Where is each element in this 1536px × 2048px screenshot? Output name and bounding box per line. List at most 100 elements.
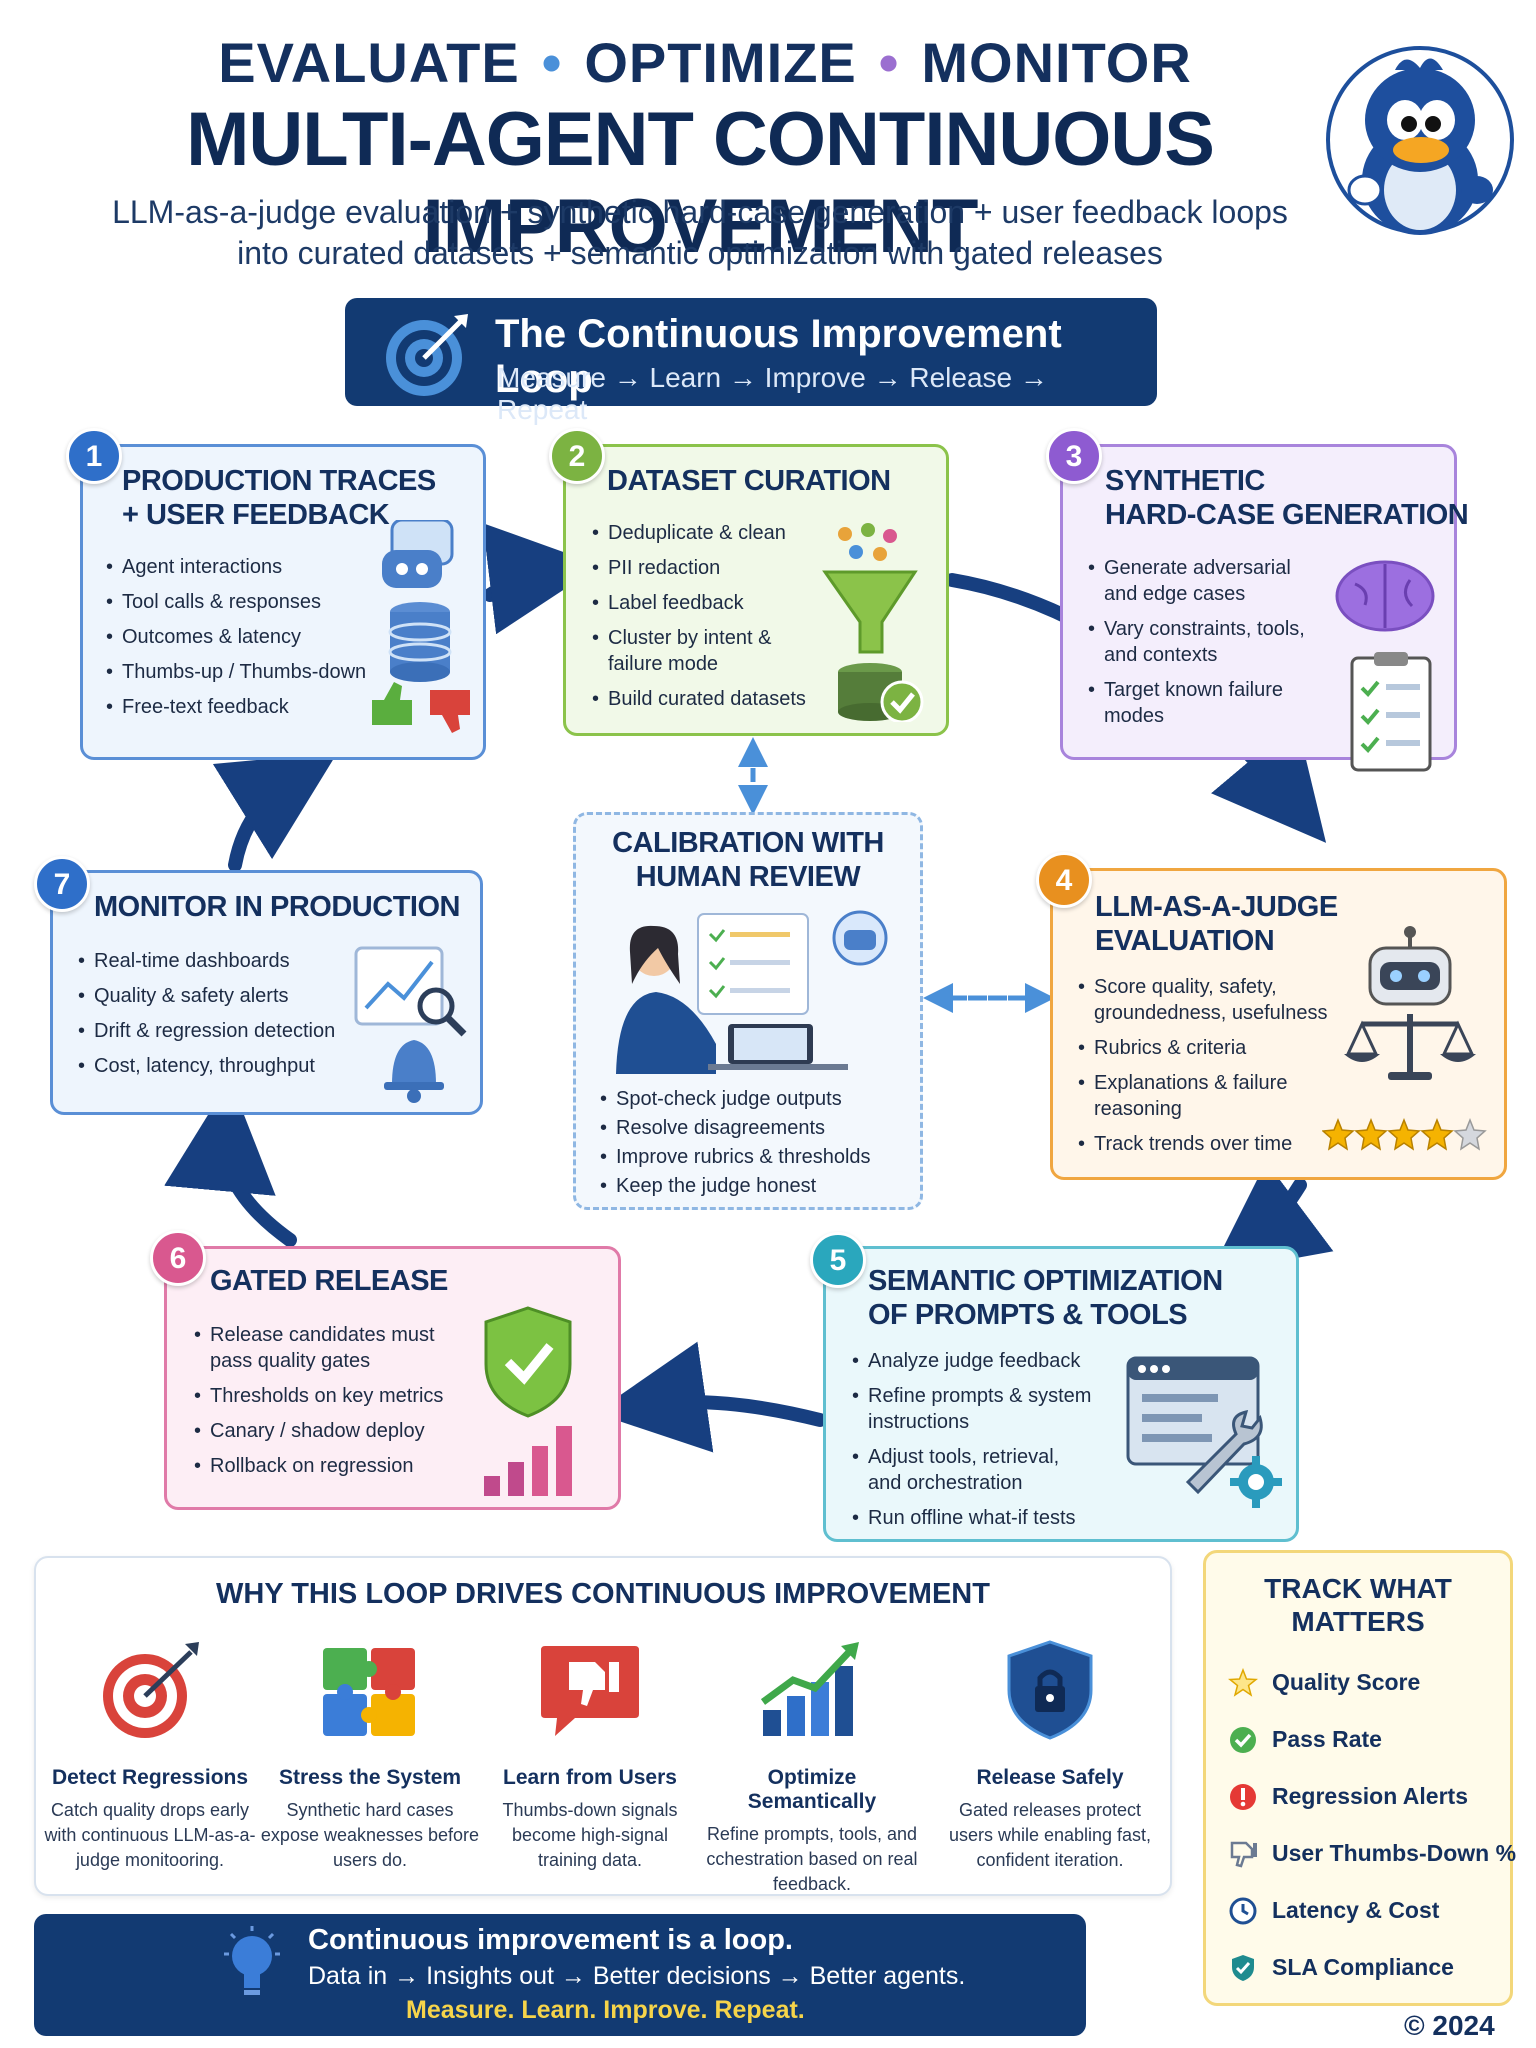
list-item: Free-text feedback [106, 694, 366, 720]
list-item: Outcomes & latency [106, 624, 366, 650]
list-item: Spot-check judge outputs [600, 1086, 871, 1112]
list-item: PII redaction [592, 555, 806, 581]
penguin-mascot-icon [1325, 40, 1515, 245]
step-6-badge: 6 [150, 1230, 206, 1286]
growth-chart-icon [760, 1642, 859, 1736]
robot-scales-icon [1340, 924, 1480, 1084]
why-item-learn-users: Learn from Users Thumbs-down signals bec… [480, 1640, 700, 1873]
list-item: Real-time dashboards [78, 948, 335, 974]
brain-checklist-icon [1330, 560, 1440, 780]
list-item: Thresholds on key metrics [194, 1383, 443, 1409]
step-2-title: DATASET CURATION [607, 465, 891, 497]
shield-bar-chart-icon [482, 1304, 592, 1500]
human-reviewer-illustration-icon [598, 904, 898, 1074]
clock-icon [1229, 1897, 1257, 1924]
arrow-4-to-5 [1210, 1161, 1334, 1274]
list-item: Explanations & failure reasoning [1078, 1070, 1328, 1122]
list-item: Track trends over time [1078, 1131, 1328, 1157]
arrow-1-to-2 [482, 523, 601, 635]
list-item: Quality & safety alerts [78, 983, 335, 1009]
window-wrench-gear-icon [1124, 1354, 1286, 1514]
list-item: Analyze judge feedback [852, 1348, 1091, 1374]
star-icon [1228, 1667, 1258, 1697]
list-item: Release candidates must pass quality gat… [194, 1322, 443, 1374]
list-item: Run offline what-if tests [852, 1505, 1091, 1531]
track-item-latency-cost: Latency & Cost [1228, 1882, 1516, 1939]
step-4-list: Score quality, safety, groundedness, use… [1078, 974, 1328, 1166]
list-item: Drift & regression detection [78, 1018, 335, 1044]
loop-banner-title: The Continuous Improvement Loop [495, 312, 1062, 401]
track-item-pass-rate: Pass Rate [1228, 1711, 1516, 1768]
step-6-title: GATED RELEASE [210, 1265, 448, 1297]
track-metrics-panel [1203, 1550, 1513, 2006]
keyword-evaluate: EVALUATE [218, 31, 520, 94]
list-item: Cluster by intent & failure mode [592, 625, 806, 677]
list-item: Thumbs-up / Thumbs-down [106, 659, 366, 685]
step-2-list: Deduplicate & clean PII redaction Label … [592, 520, 806, 721]
calibration-list: Spot-check judge outputs Resolve disagre… [600, 1086, 871, 1202]
check-circle-icon [1230, 1726, 1256, 1753]
list-item: Target known failure modes [1088, 677, 1305, 729]
why-title: WHY THIS LOOP DRIVES CONTINUOUS IMPROVEM… [216, 1578, 990, 1610]
list-item: Improve rubrics & thresholds [600, 1144, 871, 1170]
step-7-list: Real-time dashboards Quality & safety al… [78, 948, 335, 1088]
page-subtitle: LLM-as-a-judge evaluation + synthetic ha… [112, 194, 1288, 271]
why-item-stress-system: Stress the System Synthetic hard cases e… [260, 1640, 480, 1873]
keyword-optimize: OPTIMIZE [584, 31, 857, 94]
footer-banner [34, 1914, 1086, 2036]
list-item: Rubrics & criteria [1078, 1035, 1328, 1061]
loop-banner [345, 298, 1157, 406]
step-3-list: Generate adversarial and edge cases Vary… [1088, 555, 1305, 738]
list-item: Cost, latency, throughput [78, 1053, 335, 1079]
page-title: MULTI-AGENT CONTINUOUS IMPROVEMENT [186, 97, 1215, 269]
list-item: Deduplicate & clean [592, 520, 806, 546]
bullseye-icon [103, 1642, 199, 1738]
list-item: Resolve disagreements [600, 1115, 871, 1141]
step-7-title: MONITOR IN PRODUCTION [94, 891, 460, 923]
chatbot-database-icon [372, 520, 472, 750]
list-item: Adjust tools, retrieval, and orchestrati… [852, 1444, 1091, 1496]
track-list: Quality Score Pass Rate Regression Alert… [1228, 1654, 1516, 1996]
why-item-detect-regressions: Detect Regressions Catch quality drops e… [40, 1640, 260, 1873]
target-icon [382, 310, 472, 400]
shield-lock-icon [1007, 1640, 1093, 1740]
thumbs-down-bubble-icon [541, 1646, 639, 1736]
list-item: Tool calls & responses [106, 589, 366, 615]
loop-banner-subtitle: Measure → Learn → Improve → Release → Re… [497, 362, 1048, 425]
track-item-regression-alerts: Regression Alerts [1228, 1768, 1516, 1825]
track-item-sla: SLA Compliance [1228, 1939, 1516, 1996]
arrow-6-to-7 [164, 1079, 297, 1247]
step-7-badge: 7 [34, 856, 90, 912]
list-item: Rollback on regression [194, 1453, 443, 1479]
list-item: Canary / shadow deploy [194, 1418, 443, 1444]
footer-line-2: Data in → Insights out → Better decision… [308, 1962, 966, 1990]
thumbs-down-icon [1230, 1841, 1257, 1867]
step-1-list: Agent interactions Tool calls & response… [106, 554, 366, 729]
step-3-badge: 3 [1046, 428, 1102, 484]
footer-line-3: Measure. Learn. Improve. Repeat. [406, 1996, 805, 2024]
list-item: Label feedback [592, 590, 806, 616]
step-2-badge: 2 [549, 428, 605, 484]
dashboard-bell-icon [352, 944, 472, 1104]
star-rating-icon [1322, 1118, 1492, 1154]
list-item: Score quality, safety, groundedness, use… [1078, 974, 1328, 1026]
step-1-badge: 1 [66, 428, 122, 484]
step-4-badge: 4 [1036, 852, 1092, 908]
step-5-badge: 5 [810, 1232, 866, 1288]
list-item: Vary constraints, tools, and contexts [1088, 616, 1305, 668]
header-keywords: EVALUATE•OPTIMIZE•MONITOR [218, 31, 1192, 94]
arrow-7-to-1 [212, 752, 338, 872]
step-1-title: PRODUCTION TRACES+ USER FEEDBACK [122, 465, 436, 531]
list-item: Generate adversarial and edge cases [1088, 555, 1305, 607]
step-5-list: Analyze judge feedback Refine prompts & … [852, 1348, 1091, 1540]
list-item: Keep the judge honest [600, 1173, 871, 1199]
track-item-thumbs-down: User Thumbs-Down % [1228, 1825, 1516, 1882]
list-item: Build curated datasets [592, 686, 806, 712]
footer-line-1: Continuous improvement is a loop. [308, 1924, 793, 1956]
alert-icon [1230, 1783, 1256, 1810]
why-item-optimize-semantically: Optimize Semantically Refine prompts, to… [702, 1640, 922, 1897]
